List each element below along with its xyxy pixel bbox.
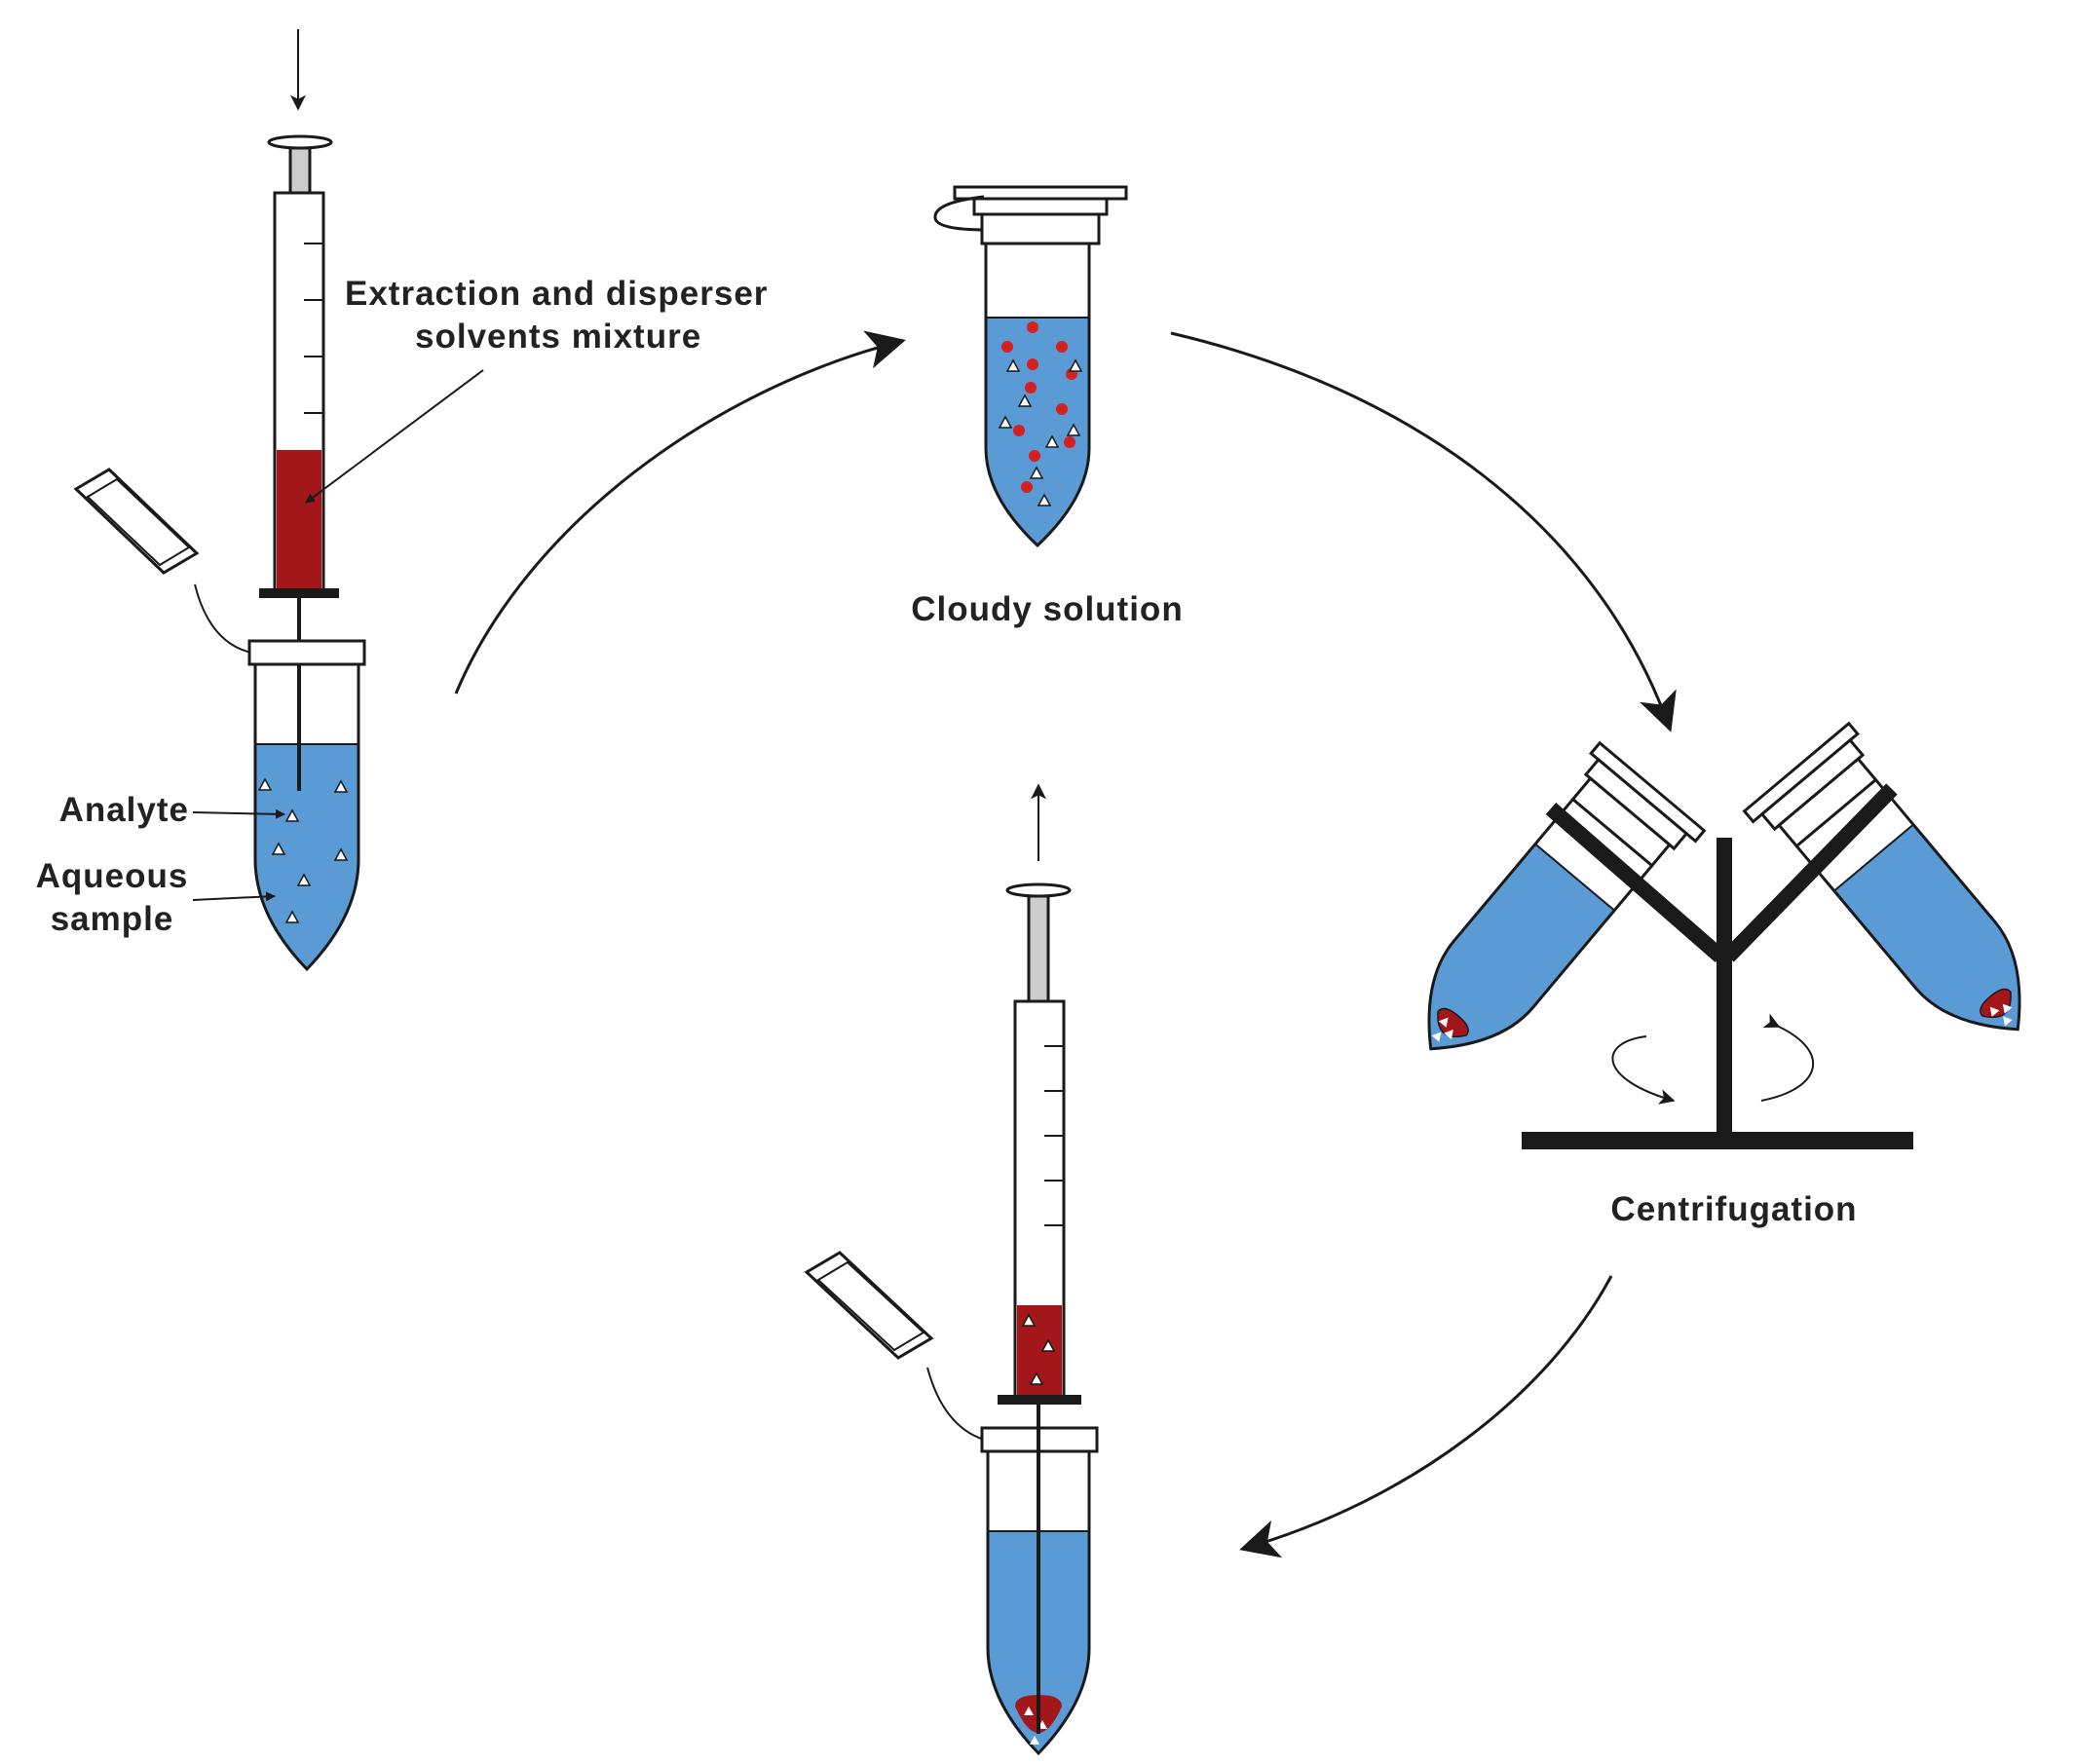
syringe-icon <box>259 134 339 791</box>
microtube-icon <box>1427 740 1707 1051</box>
centrifuge-icon <box>1522 783 1913 1149</box>
cycle-arrows <box>454 330 1677 1558</box>
rotation-arrow-icon <box>1611 1035 1676 1105</box>
microtube-icon <box>933 185 1128 548</box>
solvent-mixture-fill <box>277 450 321 590</box>
label-extraction-line1: Extraction and disperser <box>345 275 769 313</box>
label-cloudy-solution: Cloudy solution <box>911 590 1184 628</box>
microtube-icon <box>1742 721 2021 1032</box>
label-centrifugation: Centrifugation <box>1610 1190 1858 1228</box>
step4-collection <box>804 783 1099 1756</box>
arrow-step1-to-step2 <box>454 330 906 694</box>
leader-aqueous <box>192 891 276 902</box>
label-extraction-line2: solvents mixture <box>415 318 702 356</box>
leader-analyte <box>192 808 285 819</box>
arrow-step3-to-step4 <box>1239 1275 1613 1558</box>
leader-extraction <box>305 369 484 504</box>
step2-cloudy <box>933 185 1128 548</box>
arrow-step2-to-step3 <box>1170 331 1677 732</box>
rotation-arrow-icon <box>1760 1013 1815 1102</box>
label-analyte: Analyte <box>58 791 189 829</box>
syringe-icon <box>998 882 1081 1405</box>
label-aqueous-line1: Aqueous <box>35 857 189 895</box>
step1-injection <box>73 29 484 972</box>
microtube-icon <box>73 468 366 972</box>
microtube-icon <box>804 1251 1099 1756</box>
step3-centrifugation <box>1427 721 2021 1149</box>
label-aqueous-line2: sample <box>50 900 174 938</box>
